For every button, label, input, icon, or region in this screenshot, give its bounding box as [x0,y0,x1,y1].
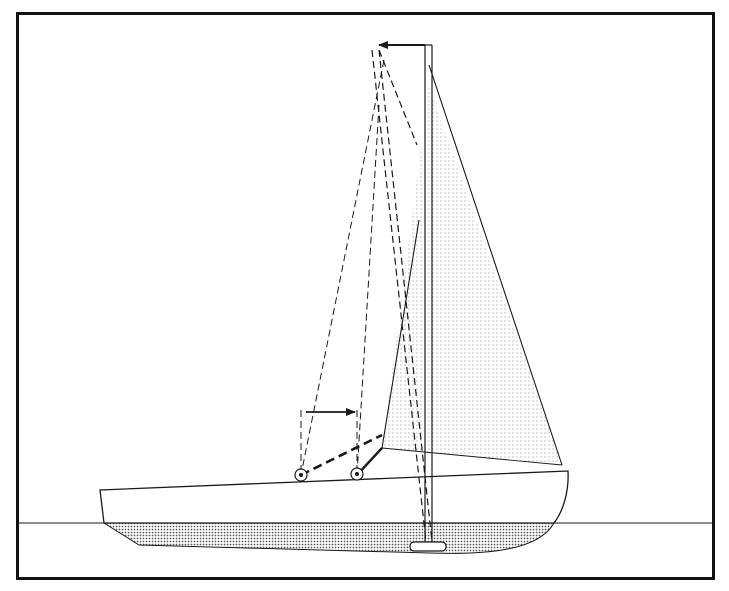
sailboat-diagram [19,41,712,554]
jib-sail [382,87,562,465]
hull [99,470,569,524]
shroud-lines [300,59,385,476]
boom-original [300,433,383,477]
mast [424,44,433,542]
keel-foot [409,541,447,552]
mast-original-position [371,49,433,543]
keel-underwater-hull [102,522,555,554]
sail-luff [381,219,420,449]
shroud-fittings [294,467,364,482]
forestay [428,64,563,466]
diagram-frame [16,12,715,580]
sail-foot [381,447,563,466]
